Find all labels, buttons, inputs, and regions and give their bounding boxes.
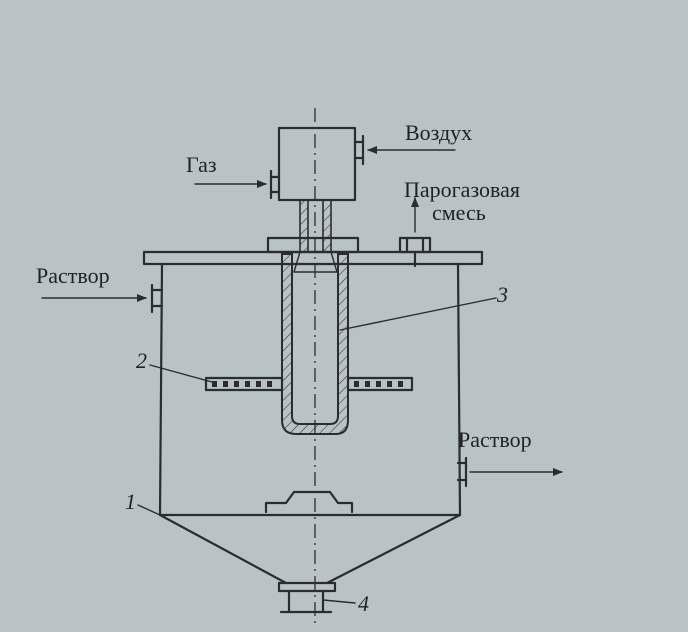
immersion-tube	[281, 253, 349, 435]
callout-4: 4	[358, 591, 369, 616]
bottom-deflector	[264, 490, 354, 514]
solution-outlet-nozzle	[456, 456, 468, 488]
callout-3: 3	[496, 282, 508, 307]
discharge-nozzle	[277, 581, 337, 614]
callout-leader-4	[322, 599, 356, 604]
gas-inlet-nozzle	[269, 169, 281, 200]
label-vapor-gas-line2: смесь	[432, 200, 486, 225]
label-gas: Газ	[186, 152, 217, 177]
label-solution-in: Раствор	[36, 263, 110, 288]
vessel-left-wall	[158, 262, 164, 517]
callout-2: 2	[136, 348, 147, 373]
solution-inlet-nozzle	[150, 283, 164, 314]
label-air: Воздух	[405, 120, 472, 145]
vessel-right-wall	[456, 262, 462, 517]
callout-leader-1	[137, 504, 161, 516]
vessel-lid	[142, 250, 484, 266]
bubbling-ring-right	[346, 376, 414, 392]
neck-flange	[266, 236, 360, 254]
burner-chamber	[277, 126, 357, 202]
label-solution-out: Раствор	[458, 427, 532, 452]
label-vapor-gas-line1: Парогазовая	[404, 177, 520, 202]
callout-leader-3	[339, 297, 497, 331]
cone-left	[158, 513, 288, 585]
callout-leader-2	[149, 364, 213, 383]
cone-right	[325, 513, 462, 585]
callout-1: 1	[125, 489, 136, 514]
bubbling-ring-left	[204, 376, 284, 392]
tube-inlet-cone	[293, 251, 338, 273]
air-inlet-nozzle	[353, 134, 365, 166]
